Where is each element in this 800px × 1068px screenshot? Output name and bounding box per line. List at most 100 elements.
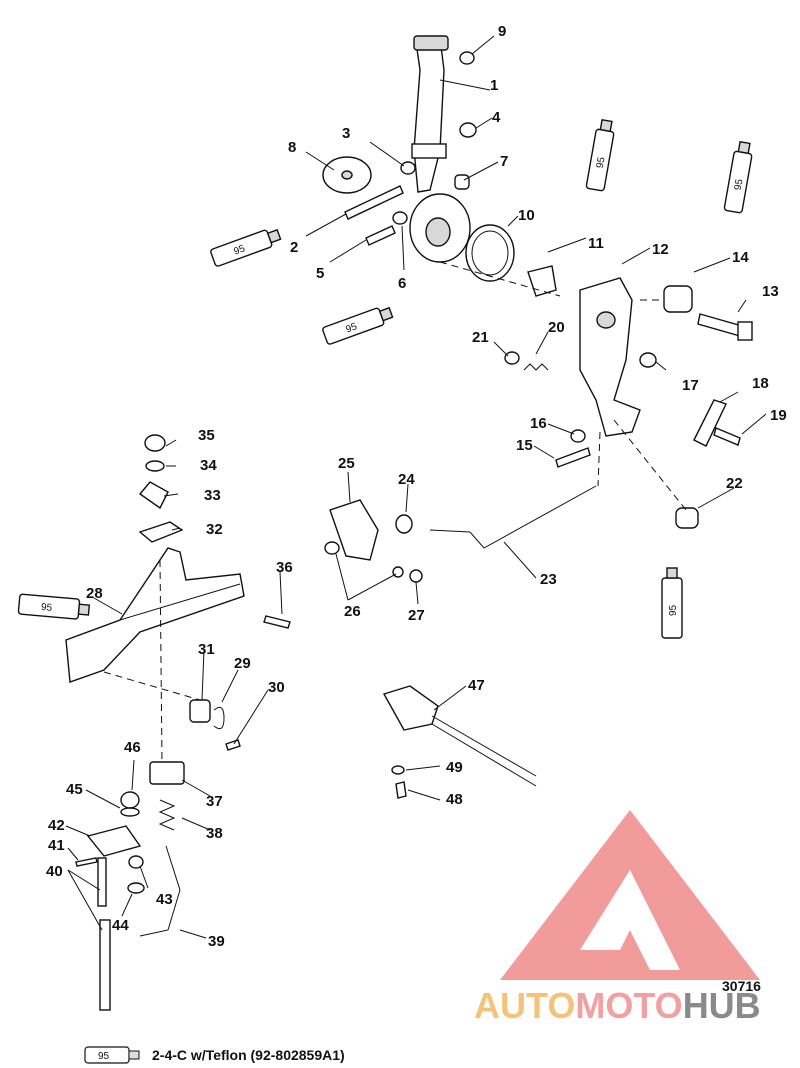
lubricant-tube-6: 95 xyxy=(17,593,91,620)
callout-3: 3 xyxy=(342,125,350,142)
part-38-spring xyxy=(158,799,176,831)
part-45-washer xyxy=(120,807,140,817)
callout-25: 25 xyxy=(338,455,355,472)
callout-5: 5 xyxy=(316,265,324,282)
lower-linkage-assembly xyxy=(75,761,185,1011)
watermark-logo: AUTOMOTOHUB xyxy=(474,810,761,1026)
callout-12: 12 xyxy=(652,241,669,258)
part-49-washer xyxy=(391,765,405,775)
watermark-logo-triangle xyxy=(500,810,760,980)
callout-22: 22 xyxy=(726,475,743,492)
part-10-spring xyxy=(465,224,515,282)
part-41-pin xyxy=(75,857,98,867)
part-12-bracket xyxy=(579,277,641,437)
part-16-nut xyxy=(570,429,586,443)
callout-21: 21 xyxy=(472,329,489,346)
callout-47: 47 xyxy=(468,677,485,694)
callout-38: 38 xyxy=(206,825,223,842)
assembly-line-d xyxy=(597,431,601,487)
lubricant-tube-2: 95 xyxy=(322,306,394,345)
callout-35: 35 xyxy=(198,427,215,444)
bracket-arm-assembly xyxy=(65,434,291,763)
part-2-screw xyxy=(344,185,404,220)
callout-labels: 1 2 3 4 5 6 7 8 9 10 11 12 13 14 15 16 1… xyxy=(46,23,787,950)
part-27-nut xyxy=(409,569,423,583)
switch-cable-assembly xyxy=(382,685,537,799)
part-23-rod xyxy=(429,485,597,549)
callout-20: 20 xyxy=(548,319,565,336)
part-46-nut xyxy=(120,791,140,809)
callout-33: 33 xyxy=(204,487,221,504)
callout-29: 29 xyxy=(234,655,251,672)
part-4-nut xyxy=(459,122,477,138)
part-5-screw xyxy=(365,225,396,246)
part-1-lever-top xyxy=(413,35,449,51)
part-32-plate xyxy=(138,521,184,543)
part-13-bolt xyxy=(697,313,743,337)
part-25-lever xyxy=(329,499,379,561)
watermark-text-hub: HUB xyxy=(683,985,761,1026)
callout-43: 43 xyxy=(156,891,173,908)
part-10-spring-inner xyxy=(471,230,509,276)
leader-lines xyxy=(65,35,767,939)
callout-31: 31 xyxy=(198,641,215,658)
callout-49: 49 xyxy=(446,759,463,776)
callout-30: 30 xyxy=(268,679,285,696)
lubricant-tube-3: 95 xyxy=(585,118,615,192)
part-17-spacer xyxy=(639,352,657,368)
part-26-screw-b xyxy=(392,566,404,578)
part-40-rod-long xyxy=(99,919,111,1011)
callout-23: 23 xyxy=(540,571,557,588)
legend: 95 2-4-C w/Teflon (92-802859A1) xyxy=(84,1044,345,1066)
part-35-nut xyxy=(144,434,166,452)
legend-tube-icon: 95 xyxy=(84,1046,140,1064)
lubricant-tube-4: 95 xyxy=(723,140,753,214)
lubricant-tube-6-label: 95 xyxy=(40,602,52,614)
part-37-block xyxy=(149,761,185,785)
callout-6: 6 xyxy=(398,275,406,292)
part-42-lever xyxy=(86,825,142,857)
part-14-bushing xyxy=(663,285,693,313)
callout-17: 17 xyxy=(682,377,699,394)
part-11-bushing xyxy=(527,265,557,297)
part-28-arm xyxy=(65,547,245,683)
assembly-line-c xyxy=(613,419,687,511)
lubricant-tube-1-label: 95 xyxy=(232,243,247,257)
legend-text: 2-4-C w/Teflon (92-802859A1) xyxy=(152,1047,345,1063)
callout-18: 18 xyxy=(752,375,769,392)
callout-45: 45 xyxy=(66,781,83,798)
part-30-screw xyxy=(225,739,241,751)
callout-16: 16 xyxy=(530,415,547,432)
assembly-line-e xyxy=(103,671,201,701)
callout-32: 32 xyxy=(206,521,223,538)
part-1-lever xyxy=(413,37,445,193)
assembly-line-a xyxy=(439,261,561,297)
watermark-text: AUTOMOTOHUB xyxy=(474,985,761,1026)
watermark-text-auto: AUTO xyxy=(474,985,575,1026)
callout-2: 2 xyxy=(290,239,298,256)
part-47-cable-a xyxy=(431,715,537,777)
part-8-washer-hole xyxy=(341,170,353,180)
part-3-nut xyxy=(400,161,416,175)
callout-11: 11 xyxy=(588,235,604,252)
lubricant-tubes: 95 95 95 95 95 95 xyxy=(17,118,753,639)
callout-27: 27 xyxy=(408,607,425,624)
part-47-switch xyxy=(382,685,439,731)
lubricant-tube-2-label: 95 xyxy=(344,321,359,335)
part-7-bushing xyxy=(454,174,470,190)
part-43-nut xyxy=(128,855,144,869)
part-36-screw xyxy=(263,615,291,629)
part-22-bushing xyxy=(675,507,699,529)
part-21-nut xyxy=(504,351,520,365)
lubricant-tube-1: 95 xyxy=(210,228,282,267)
callout-24: 24 xyxy=(398,471,415,488)
callout-1: 1 xyxy=(490,77,498,94)
part-19-screw xyxy=(713,427,741,446)
callout-14: 14 xyxy=(732,249,749,266)
callout-39: 39 xyxy=(208,933,225,950)
callout-8: 8 xyxy=(288,139,296,156)
throttle-lever-assembly xyxy=(322,35,753,583)
part-15-screw xyxy=(555,447,591,468)
callout-7: 7 xyxy=(500,153,508,170)
part-20-spring xyxy=(523,363,549,371)
